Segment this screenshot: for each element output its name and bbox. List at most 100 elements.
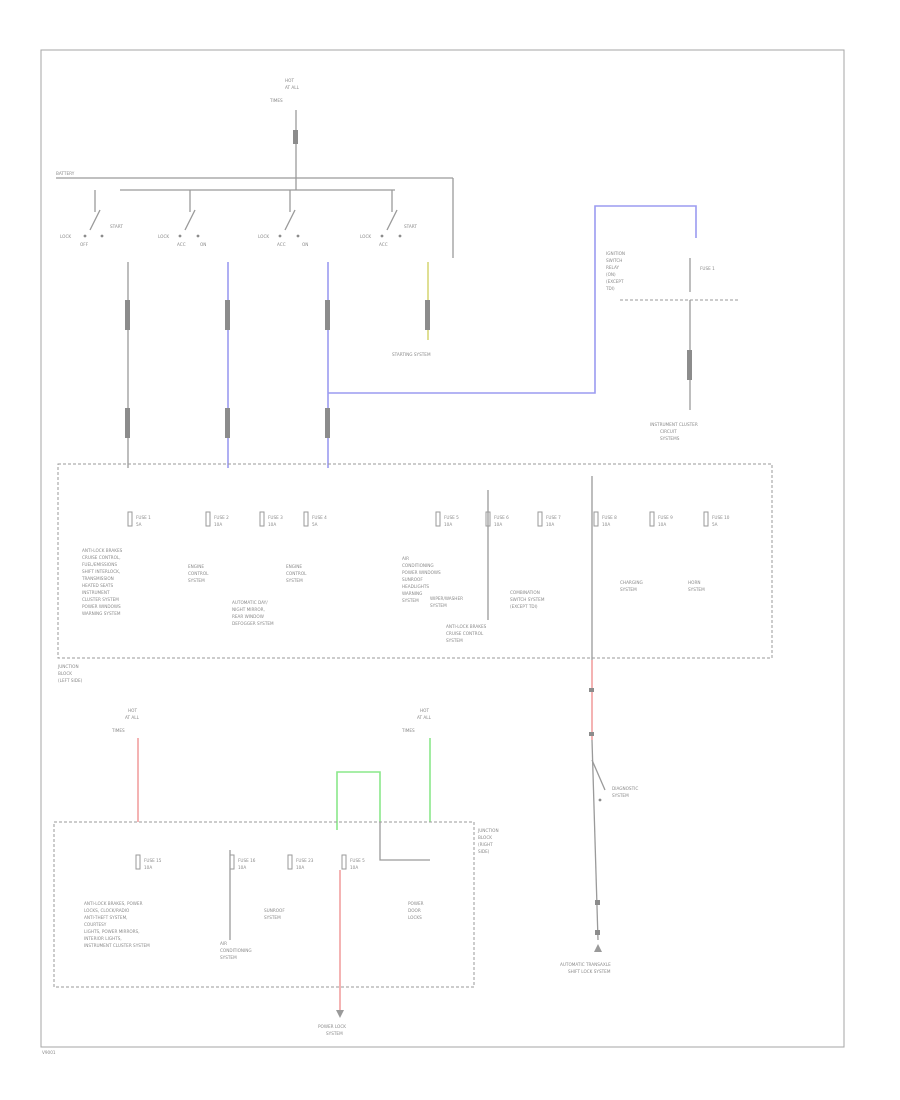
switch-label: ACC: [277, 242, 286, 247]
system-label: CONTROL: [188, 571, 209, 576]
relay-label: IGNITION: [606, 251, 625, 256]
lower-junction-label: BLOCK: [478, 835, 492, 840]
lower-junction-label: JUNCTION: [477, 828, 499, 833]
ignition-switch-4: LOCK ACC START: [360, 190, 417, 247]
system-label: INTERIOR LIGHTS,: [84, 936, 122, 941]
relay-label: (EXCEPT: [606, 279, 624, 284]
switch-label: LOCK: [360, 234, 371, 239]
fuse-rating: 10A: [238, 865, 246, 870]
start-system-label: STARTING SYSTEM: [392, 352, 431, 357]
fuse-rating: 5A: [136, 522, 142, 527]
system-label: SUNROOF: [264, 908, 285, 913]
ground-icon: [594, 944, 602, 952]
fuse-icon: [135, 854, 141, 870]
fuse-rating: 10A: [494, 522, 502, 527]
lower-junction-label: (RIGHT: [478, 842, 493, 847]
relay-label: SWITCH: [606, 258, 622, 263]
fuse-rating: 10A: [214, 522, 222, 527]
fuse-rating: 10A: [268, 522, 276, 527]
switch-label: LOCK: [60, 234, 71, 239]
system-label: INSTRUMENT CLUSTER SYSTEM: [84, 943, 150, 948]
fuse-label: FUSE 10: [712, 515, 730, 520]
system-label: SYSTEM: [220, 955, 237, 960]
fuse-icon: [485, 511, 491, 527]
instrument-label: CIRCUIT: [660, 429, 677, 434]
bottom-source-right: HOT AT ALL TIMES: [401, 708, 432, 822]
fuse-label: FUSE 5: [350, 858, 365, 863]
diag-label: SYSTEM: [612, 793, 629, 798]
system-label: LOCKS, CLOCK/RADIO: [84, 908, 130, 913]
instrument-label: INSTRUMENT CLUSTER: [650, 422, 698, 427]
system-label: CLUSTER SYSTEM: [82, 597, 119, 602]
fuse-rating: 5A: [712, 522, 718, 527]
switch-label: START: [110, 224, 123, 229]
system-label: INSTRUMENT: [82, 590, 110, 595]
system-label: SYSTEM: [188, 578, 205, 583]
system-label: CRUISE CONTROL: [446, 631, 484, 636]
system-label: AIR: [220, 941, 227, 946]
system-label: ENGINE: [188, 564, 204, 569]
system-label: SHIFT INTERLOCK,: [82, 569, 120, 574]
fuse-rating: 10A: [602, 522, 610, 527]
system-label: (EXCEPT TDI): [510, 604, 538, 609]
green-wire: [336, 771, 381, 830]
system-label: FUEL/EMISSIONS: [82, 562, 117, 567]
fuse-rating: 10A: [144, 865, 152, 870]
fuse-label: FUSE 7: [546, 515, 561, 520]
bottom-source-left: HOT AT ALL TIMES: [111, 708, 140, 822]
system-label: SYSTEM: [402, 598, 419, 603]
ignition-switch-1: LOCK OFF START: [60, 190, 123, 247]
ground-icon: [336, 1010, 344, 1018]
bus-label: BATTERY: [56, 171, 75, 176]
system-label: COMBINATION: [510, 590, 540, 595]
junction-label: JUNCTION: [57, 664, 79, 669]
source-line: TIMES: [401, 728, 415, 733]
fuse-icon: [435, 511, 441, 527]
system-label: POWER WINDOWS: [402, 570, 441, 575]
source-line2: AT ALL: [285, 85, 300, 90]
system-label: TRANSMISSION: [81, 576, 114, 581]
system-label: NIGHT MIRROR,: [232, 607, 265, 612]
system-label: WARNING SYSTEM: [82, 611, 121, 616]
system-label: SYSTEM: [446, 638, 463, 643]
fuse-label: FUSE 2: [214, 515, 229, 520]
fuse-icon: [229, 854, 235, 870]
connector-icon: [293, 130, 298, 144]
diagram-frame: [40, 49, 845, 1048]
system-label: CONTROL: [286, 571, 307, 576]
junction-label: BLOCK: [58, 671, 72, 676]
relay-label: TDI): [605, 286, 615, 291]
switch-label: ACC: [379, 242, 388, 247]
source-line: HOT: [420, 708, 429, 713]
fuse-icon: [341, 854, 347, 870]
fuse-rating: 10A: [444, 522, 452, 527]
ground-label: AUTOMATIC TRANSAXLE: [560, 962, 611, 967]
system-label: AUTOMATIC DAY/: [232, 600, 268, 605]
source-line: TIMES: [111, 728, 125, 733]
system-label: SYSTEM: [430, 603, 447, 608]
fuse-icon: [259, 511, 265, 527]
power-lock-label: POWER LOCK: [318, 1024, 346, 1029]
system-label: ANTI-LOCK BRAKES, POWER: [84, 901, 143, 906]
fuse-label: FUSE 16: [238, 858, 256, 863]
ignition-switch-2: LOCK ACC ON: [158, 190, 206, 247]
fuse-label: FUSE 15: [144, 858, 162, 863]
relay-label: RELAY: [606, 265, 620, 270]
switch-label: LOCK: [258, 234, 269, 239]
switch-label: OFF: [80, 242, 89, 247]
system-label: POWER WINDOWS: [82, 604, 121, 609]
system-label: DEFOGGER SYSTEM: [232, 621, 274, 626]
system-label: REAR WINDOW: [232, 614, 264, 619]
system-label: HEATED SEATS: [82, 583, 113, 588]
blue-wire: [328, 205, 697, 394]
system-label: SYSTEM: [688, 587, 705, 592]
fuse-icon: [303, 511, 309, 527]
fuse-icon: [649, 511, 655, 527]
junction-label: (LEFT SIDE): [58, 678, 83, 683]
system-label: HEADLIGHTS: [402, 584, 429, 589]
source-line3: TIMES: [269, 98, 283, 103]
fuse-icon: [127, 511, 133, 527]
lower-junction-block: [53, 821, 475, 988]
system-label: LIGHTS, POWER MIRRORS,: [84, 929, 140, 934]
